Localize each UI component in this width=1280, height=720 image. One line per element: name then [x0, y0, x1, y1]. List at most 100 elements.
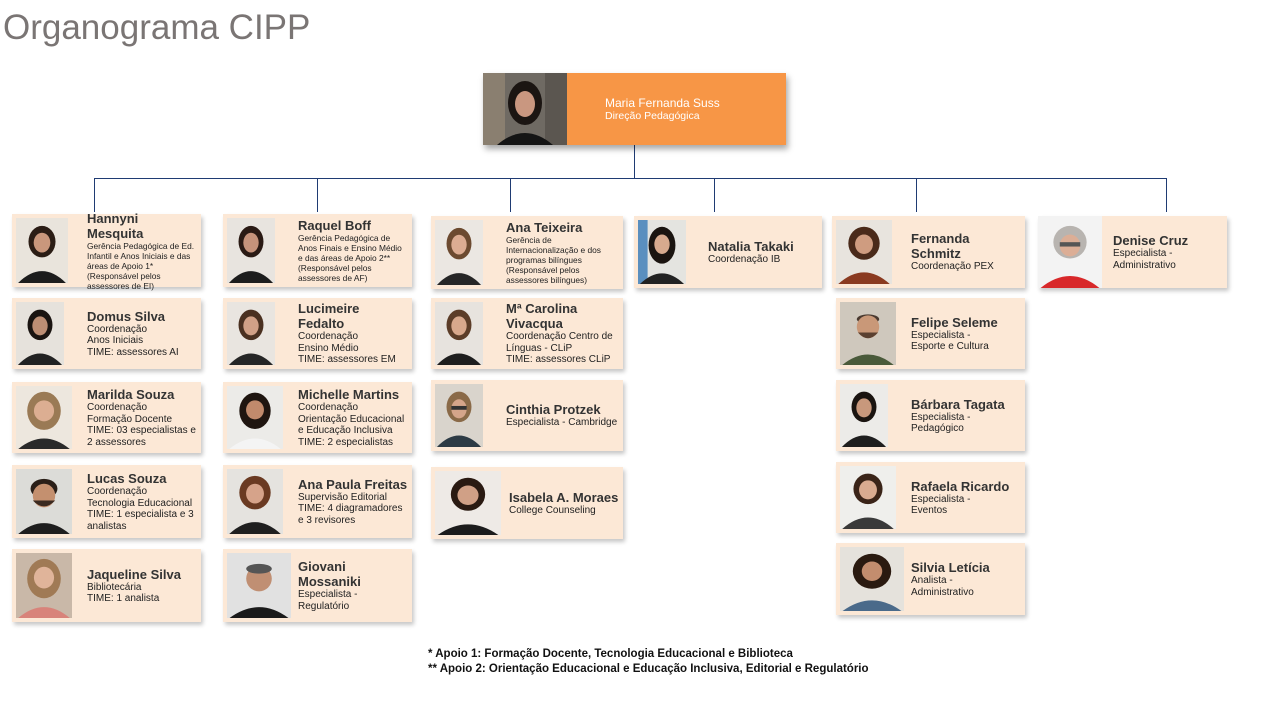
director-text: Maria Fernanda Suss Direção Pedagógica	[605, 73, 782, 145]
footnotes: * Apoio 1: Formação Docente, Tecnologia …	[428, 647, 869, 677]
connector-col-3	[510, 178, 511, 212]
photo-hannyni-mesquita	[16, 218, 68, 283]
photo-silvia-leticia	[840, 547, 904, 611]
person-name: Denise Cruz	[1113, 233, 1189, 248]
page-title: Organograma CIPP	[3, 8, 311, 47]
person-role: Coordenação Orientação Educacional e Edu…	[298, 402, 405, 448]
person-name: Isabela A. Moraes	[509, 489, 619, 505]
person-role: Especialista - Pedagógico	[911, 411, 971, 435]
card-fernanda-schmitz[interactable]: Fernanda Schmitz Coordenação PEX	[832, 216, 1025, 288]
person-role: Coordenação Formação Docente TIME: 03 es…	[87, 402, 196, 448]
card-barbara-tagata[interactable]: Bárbara Tagata Especialista - Pedagógico	[836, 380, 1025, 451]
director-name: Maria Fernanda Suss	[605, 95, 720, 110]
photo-cinthia-protzek	[435, 384, 483, 447]
card-lucas-souza[interactable]: Lucas Souza Coordenação Tecnologia Educa…	[12, 465, 201, 538]
photo-domus-silva	[16, 302, 64, 365]
photo-felipe-seleme	[840, 302, 896, 365]
person-name: Rafaela Ricardo	[911, 478, 1010, 494]
person-name: Raquel Boff	[298, 218, 371, 233]
person-role: Analista - Administrativo	[911, 575, 974, 598]
person-role: Gerência Pedagógica de Ed. Infantil e An…	[87, 240, 195, 291]
person-name: Mª Carolina Vivacqua	[506, 301, 578, 332]
person-name: Ana Teixeira	[506, 220, 583, 235]
person-role: Especialista - Eventos	[911, 493, 971, 517]
photo-jaqueline-silva	[16, 553, 72, 618]
person-role: Bibliotecária TIME: 1 analista	[87, 581, 160, 605]
photo-natalia-takaki	[638, 220, 686, 284]
person-name: Domus Silva	[87, 308, 166, 324]
card-cinthia-protzek[interactable]: Cinthia Protzek Especialista - Cambridge	[431, 380, 623, 451]
person-name: Natalia Takaki	[708, 238, 794, 254]
person-name: Lucas Souza	[87, 471, 167, 486]
person-role: Coordenação Anos Iniciais TIME: assessor…	[87, 323, 179, 358]
person-name: Ana Paula Freitas	[298, 476, 408, 492]
card-silvia-leticia[interactable]: Silvia Letícia Analista - Administrativo	[836, 543, 1025, 615]
photo-lucas-souza	[16, 469, 72, 534]
director-photo	[483, 73, 567, 145]
person-role: Coordenação Centro de Línguas - CLiP TIM…	[506, 331, 613, 366]
person-role: Gerência de Internacionalização e dos pr…	[506, 235, 601, 285]
person-name: Giovani Mossaniki	[298, 559, 361, 589]
photo-ana-paula-freitas	[227, 469, 283, 534]
person-name: Hannyni Mesquita	[87, 210, 144, 241]
person-role: Supervisão Editorial TIME: 4 diagramador…	[298, 491, 403, 526]
person-name: Silvia Letícia	[911, 560, 990, 575]
card-jaqueline-silva[interactable]: Jaqueline Silva Bibliotecária TIME: 1 an…	[12, 549, 201, 622]
card-michelle-martins[interactable]: Michelle Martins Coordenação Orientação …	[223, 382, 412, 453]
photo-lucimeire-fedalto	[227, 302, 275, 365]
photo-marilda-souza	[16, 386, 72, 449]
card-lucimeire-fedalto[interactable]: Lucimeire Fedalto Coordenação Ensino Méd…	[223, 298, 412, 369]
photo-fernanda-schmitz	[836, 220, 892, 284]
person-name: Lucimeire Fedalto	[298, 301, 360, 332]
person-role: Coordenação Tecnologia Educacional TIME:…	[87, 486, 194, 532]
connector-col-4	[714, 178, 715, 212]
card-rafaela-ricardo[interactable]: Rafaela Ricardo Especialista - Eventos	[836, 462, 1025, 533]
person-name: Marilda Souza	[87, 387, 175, 402]
card-carolina-vivacqua[interactable]: Mª Carolina Vivacqua Coordenação Centro …	[431, 298, 623, 369]
person-name: Jaqueline Silva	[87, 566, 181, 582]
photo-denise-cruz	[1038, 216, 1102, 288]
photo-raquel-boff	[227, 218, 275, 283]
photo-rafaela-ricardo	[840, 466, 896, 529]
person-role: Coordenação IB	[708, 253, 781, 265]
card-felipe-seleme[interactable]: Felipe Seleme Especialista - Esporte e C…	[836, 298, 1025, 369]
connector-col-6	[1166, 178, 1167, 212]
card-domus-silva[interactable]: Domus Silva Coordenação Anos Iniciais TI…	[12, 298, 201, 369]
photo-giovani-mossaniki	[227, 553, 291, 618]
person-role: Especialista - Esporte e Cultura	[911, 329, 989, 353]
card-giovani-mossaniki[interactable]: Giovani Mossaniki Especialista - Regulat…	[223, 549, 412, 622]
footnote-apoio-2: ** Apoio 2: Orientação Educacional e Edu…	[428, 663, 869, 675]
card-natalia-takaki[interactable]: Natalia Takaki Coordenação IB	[634, 216, 822, 288]
card-ana-paula-freitas[interactable]: Ana Paula Freitas Supervisão Editorial T…	[223, 465, 412, 538]
person-name: Fernanda Schmitz	[911, 231, 970, 262]
person-role: Especialista - Administrativo	[1113, 248, 1176, 271]
card-isabela-moraes[interactable]: Isabela A. Moraes College Counseling	[431, 467, 623, 539]
director-role: Direção Pedagógica	[605, 109, 700, 122]
card-hannyni-mesquita[interactable]: Hannyni Mesquita Gerência Pedagógica de …	[12, 210, 201, 291]
person-name: Felipe Seleme	[911, 314, 998, 330]
photo-ana-teixeira	[435, 220, 483, 285]
connector-horizontal	[94, 178, 1167, 179]
connector-director	[634, 145, 635, 178]
connector-col-5	[916, 178, 917, 212]
person-role: Coordenação Ensino Médio TIME: assessore…	[298, 331, 396, 366]
card-ana-teixeira[interactable]: Ana Teixeira Gerência de Internacionaliz…	[431, 216, 623, 289]
connector-col-1	[94, 178, 95, 212]
person-role: Gerência Pedagógica de Anos Finais e Ens…	[298, 233, 402, 283]
photo-carolina-vivacqua	[435, 302, 483, 365]
connector-col-2	[317, 178, 318, 212]
photo-isabela-moraes	[435, 471, 501, 535]
footnote-apoio-1: * Apoio 1: Formação Docente, Tecnologia …	[428, 648, 793, 660]
person-role: Coordenação PEX	[911, 261, 994, 273]
card-denise-cruz[interactable]: Denise Cruz Especialista - Administrativ…	[1038, 216, 1227, 288]
person-name: Cinthia Protzek	[506, 402, 601, 418]
person-name: Bárbara Tagata	[911, 396, 1005, 412]
person-role: Especialista - Regulatório	[298, 589, 358, 612]
person-name: Michelle Martins	[298, 387, 400, 402]
photo-michelle-martins	[227, 386, 283, 449]
photo-barbara-tagata	[840, 384, 888, 447]
director-card[interactable]: Maria Fernanda Suss Direção Pedagógica	[483, 73, 786, 145]
person-role: College Counseling	[509, 504, 596, 516]
card-raquel-boff[interactable]: Raquel Boff Gerência Pedagógica de Anos …	[223, 214, 412, 287]
card-marilda-souza[interactable]: Marilda Souza Coordenação Formação Docen…	[12, 382, 201, 453]
